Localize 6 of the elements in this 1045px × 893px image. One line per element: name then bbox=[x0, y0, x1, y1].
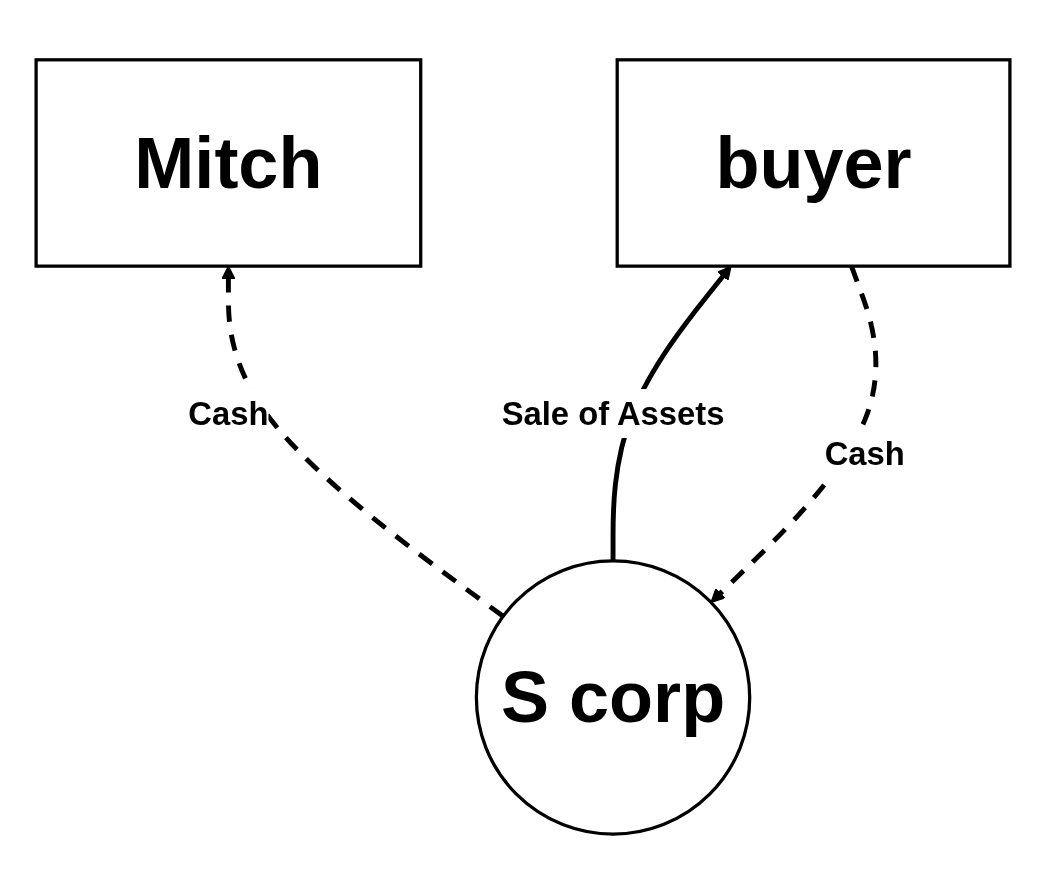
node-circle: S corp bbox=[474, 558, 751, 836]
edge-label: Cash bbox=[187, 394, 268, 432]
edge-label: Cash bbox=[824, 434, 905, 471]
edge-label: Sale of Assets bbox=[501, 394, 724, 432]
node-box: buyer bbox=[615, 57, 1012, 268]
node-box: Mitch bbox=[33, 57, 422, 268]
